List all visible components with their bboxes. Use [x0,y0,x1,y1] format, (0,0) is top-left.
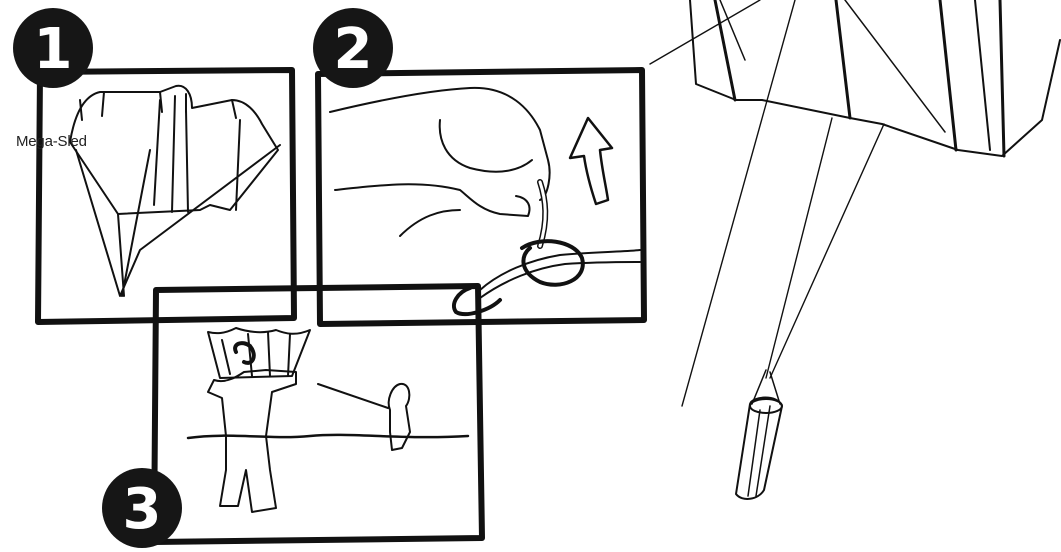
kite-name-caption: Mega-Sled [16,133,87,150]
step-2-panel [315,67,647,327]
kite-sail [689,0,1061,157]
step-badge-3: 3 [102,468,182,548]
panel-frame [151,283,485,545]
large-kite-illustration [649,0,1061,500]
svg-text:1: 1 [34,17,73,82]
drogue [735,396,783,500]
kite-spar [998,0,1006,158]
launch-scene-sketch [186,327,470,513]
step-badge-1: 1 [13,8,93,88]
drogue-fold [747,369,781,497]
kite-spar [834,0,852,120]
panel-frame [35,67,297,325]
step-badge-2: 2 [313,8,393,88]
hand-tying-knot-sketch [329,86,641,317]
bridle-line [649,0,761,65]
panel-frame [315,67,647,327]
kite-spar [938,0,958,152]
kite-spar [713,0,737,102]
small-kite-sketch [69,84,281,297]
rotate-arrow-icon [568,116,614,206]
bridle-line [681,0,796,407]
step-1-panel [35,67,297,325]
svg-text:2: 2 [334,17,373,82]
bridle-line [769,123,885,379]
kite-fold [719,0,946,133]
bridle-line [765,117,833,379]
svg-text:3: 3 [123,477,162,542]
kite-spar [974,0,991,151]
step-3-panel [151,283,485,545]
